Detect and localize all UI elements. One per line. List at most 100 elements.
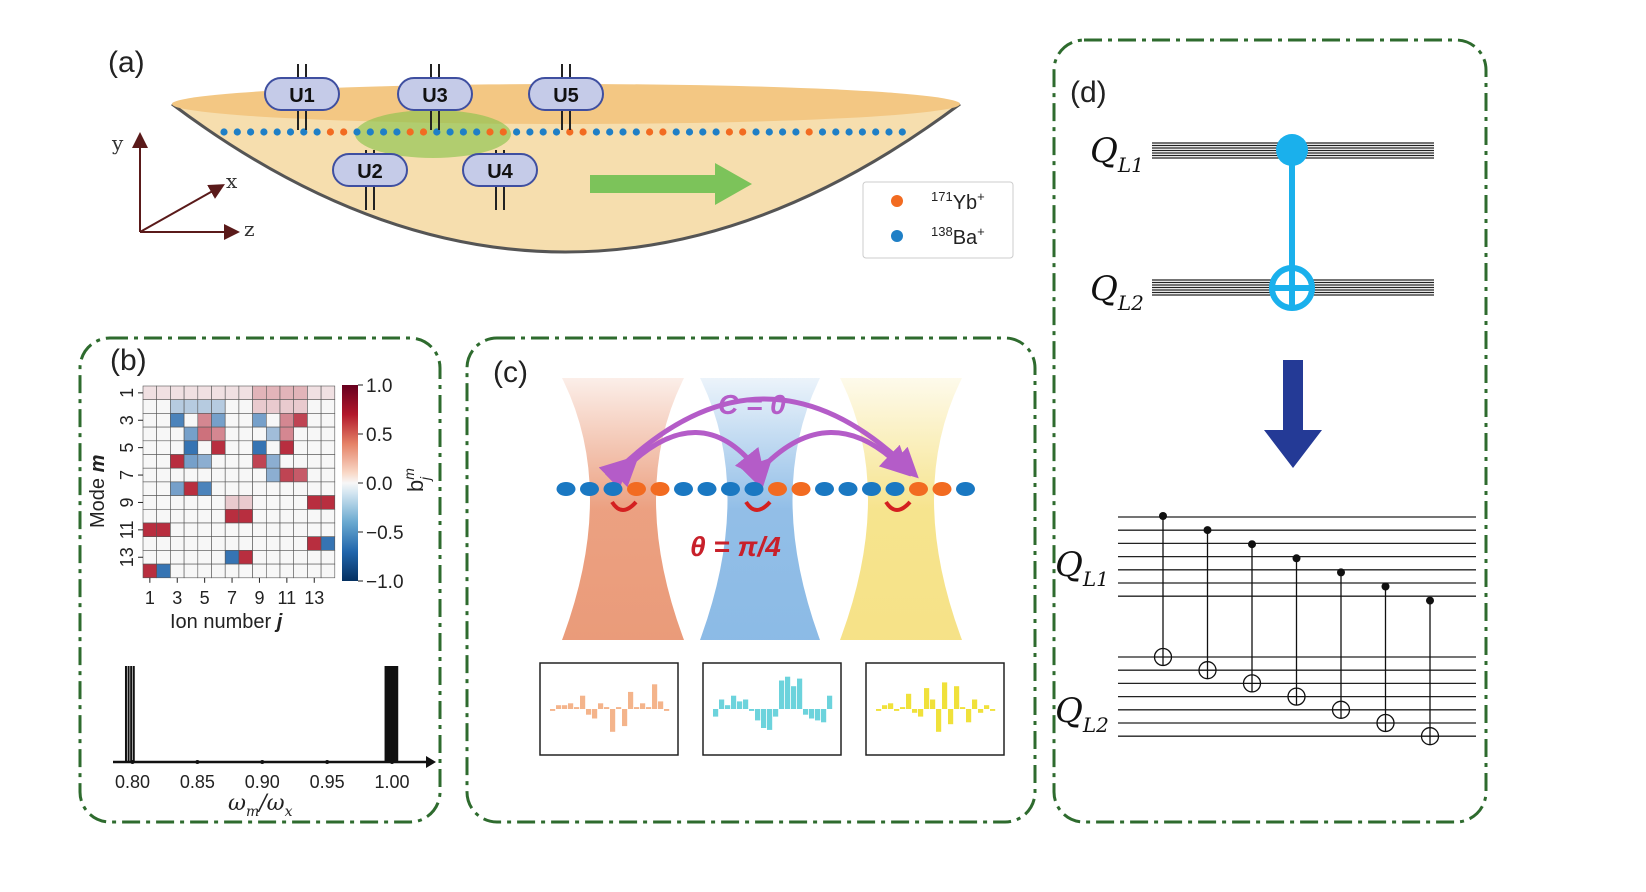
heatmap-cell: [252, 563, 267, 579]
legend-yb-text: 171Yb+: [931, 189, 985, 214]
heatmap-cell: [142, 440, 157, 455]
heatmap-cell: [293, 550, 308, 565]
ion: [765, 128, 773, 136]
colorbar-tick-label: 0.0: [366, 474, 392, 495]
heatmap-cell: [224, 413, 240, 428]
heatmap-cell: [238, 454, 253, 469]
heatmap-cell: [197, 385, 212, 400]
heatmap-cell: [156, 508, 171, 524]
mode-bar: [900, 707, 906, 709]
heatmap-xtick-label: 11: [278, 588, 297, 608]
heatmap-cell: [320, 508, 336, 524]
ion: [712, 128, 720, 136]
heatmap-ytick-label: 3: [117, 415, 137, 425]
ion: [606, 128, 614, 136]
heatmap-cell: [197, 563, 212, 579]
spectrum-tick: [325, 760, 330, 764]
ion: [862, 482, 881, 496]
ion: [220, 128, 228, 136]
heatmap-cell: [156, 550, 171, 565]
heatmap-cell: [252, 399, 267, 414]
heatmap-cell: [293, 385, 308, 400]
heatmap-cell: [238, 413, 253, 428]
heatmap-cell: [293, 413, 308, 428]
heatmap-cell: [252, 467, 267, 483]
heatmap-cell: [307, 550, 322, 565]
mode-bar: [604, 707, 610, 709]
ion: [459, 128, 467, 136]
heatmap-cell: [170, 550, 185, 565]
heatmap-cell: [293, 399, 308, 414]
heatmap-cell: [197, 481, 212, 496]
mode-bar: [797, 678, 803, 709]
heatmap-cell: [279, 550, 294, 565]
heatmap-cell: [224, 495, 240, 510]
heatmap-cell: [156, 399, 171, 414]
heatmap-cell: [252, 385, 267, 400]
colorbar-tick-label: −1.0: [366, 572, 404, 593]
ion: [956, 482, 975, 496]
heatmap-cell: [183, 454, 199, 469]
heatmap-cell: [320, 440, 336, 455]
heatmap-cell: [197, 467, 212, 483]
flip-arrows: [610, 500, 912, 512]
heatmap-cell: [142, 522, 157, 537]
ion: [832, 128, 840, 136]
heatmap-cell: [170, 481, 185, 496]
coupling-arrow-right: [740, 430, 911, 490]
ion: [473, 128, 481, 136]
heatmap-cell: [320, 563, 336, 579]
heatmap-cell: [279, 385, 294, 400]
heatmap-cell: [320, 550, 336, 565]
ion: [699, 128, 707, 136]
ion: [619, 128, 627, 136]
heatmap-cell: [252, 426, 267, 442]
heatmap-cell: [197, 495, 212, 510]
heatmap-cell: [279, 495, 294, 510]
ion: [838, 482, 858, 496]
mode-bar: [809, 709, 815, 719]
legend-ba-text: 138Ba+: [931, 224, 985, 249]
heatmap-cell: [211, 454, 226, 469]
axis-triad: [132, 132, 240, 240]
mode-bar: [598, 703, 604, 709]
spectrum-axis-arrow-icon: [426, 756, 436, 768]
heatmap-cell: [183, 399, 199, 414]
mode-spectrum: [124, 666, 399, 762]
gate-pill: [462, 153, 538, 187]
heatmap-cell: [170, 508, 185, 524]
colorbar-tick-label: 1.0: [366, 376, 392, 397]
ion: [513, 128, 521, 136]
mode-bar: [966, 709, 972, 723]
heatmap-cell: [142, 508, 157, 524]
ion: [685, 128, 694, 136]
heatmap-cell: [279, 399, 294, 414]
heatmap-cell: [279, 426, 294, 442]
heatmap-cell: [293, 454, 308, 469]
gate-label: U1: [289, 85, 315, 107]
heatmap-cell: [142, 550, 157, 565]
ion: [752, 128, 760, 136]
heatmap-cell: [183, 481, 199, 496]
heatmap-cell: [293, 563, 308, 579]
heatmap-cell: [252, 508, 267, 524]
mode-bar: [954, 686, 960, 709]
heatmap-cell: [224, 426, 240, 442]
heatmap-cell: [320, 426, 336, 442]
heatmap-cell: [307, 536, 322, 551]
mode-bar: [912, 709, 918, 713]
ion: [721, 482, 740, 496]
heatmap-cell: [307, 385, 322, 400]
heatmap-cell: [211, 481, 226, 496]
ion: [603, 482, 623, 496]
mode-bar: [972, 699, 978, 709]
ion: [380, 128, 388, 136]
heatmap-cell: [197, 522, 212, 537]
mode-bar: [652, 684, 658, 709]
axis-x-label: x: [226, 169, 238, 193]
heatmap-cell: [224, 467, 240, 483]
heatmap-cell: [224, 385, 240, 400]
heatmap-cell: [265, 467, 281, 483]
heatmap-cell: [197, 536, 212, 551]
ion: [446, 128, 454, 136]
